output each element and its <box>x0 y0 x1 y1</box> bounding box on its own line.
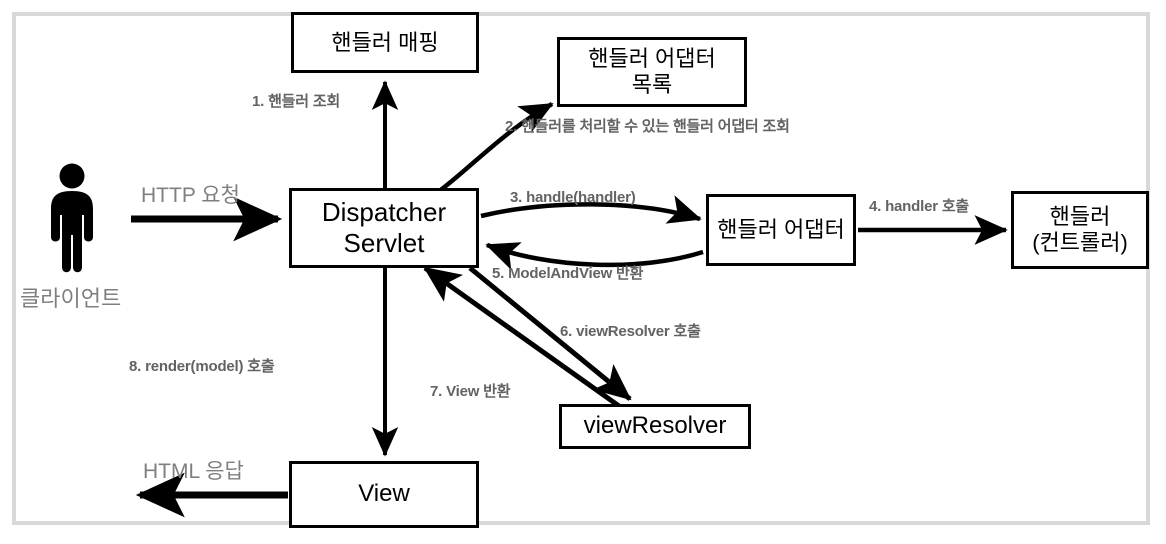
box-handler-mapping[interactable]: 핸들러 매핑 <box>291 12 479 73</box>
client-label: 클라이언트 <box>20 286 122 311</box>
label-step-8: 8. render(model) 호출 <box>129 358 275 375</box>
box-handler-adapter[interactable]: 핸들러 어댑터 <box>706 194 856 266</box>
box-dispatcher-servlet[interactable]: Dispatcher Servlet <box>289 188 479 268</box>
label-step-2: 2. 핸들러를 처리할 수 있는 핸들러 어댑터 조회 <box>505 118 790 135</box>
label-step-4: 4. handler 호출 <box>869 198 970 215</box>
label-step-7: 7. View 반환 <box>430 383 511 400</box>
box-view[interactable]: View <box>289 461 479 528</box>
label-step-6: 6. viewResolver 호출 <box>560 323 701 340</box>
box-handler-controller[interactable]: 핸들러 (컨트롤러) <box>1011 191 1149 269</box>
person-icon <box>51 163 93 273</box>
label-http-response: HTML 응답 <box>143 460 244 483</box>
box-handler-adapter-list[interactable]: 핸들러 어댑터 목록 <box>557 37 747 107</box>
label-step-1: 1. 핸들러 조회 <box>252 93 341 110</box>
label-step-5: 5. ModelAndView 반환 <box>492 265 644 282</box>
label-http-request: HTTP 요청 <box>141 184 240 207</box>
box-view-resolver[interactable]: viewResolver <box>559 404 751 449</box>
label-step-3: 3. handle(handler) <box>510 189 636 206</box>
